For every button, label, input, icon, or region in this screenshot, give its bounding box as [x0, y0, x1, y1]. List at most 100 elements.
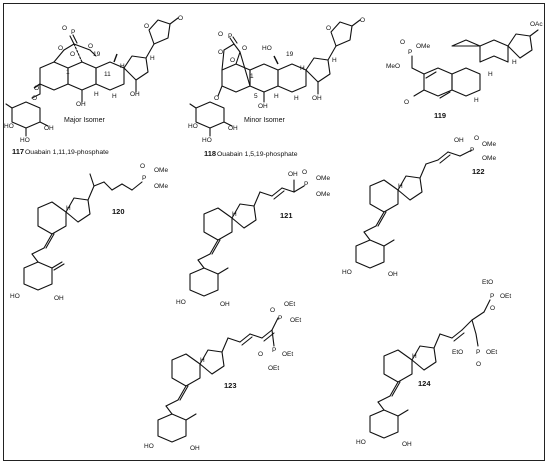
svg-text:O: O — [88, 43, 93, 50]
svg-text:MeO: MeO — [386, 63, 400, 70]
svg-text:H: H — [474, 97, 479, 104]
svg-text:O: O — [140, 163, 145, 170]
svg-text:OH: OH — [312, 95, 322, 102]
svg-text:OMe: OMe — [416, 43, 430, 50]
structure-120 — [23, 173, 143, 291]
compound-number-119: 119 — [434, 111, 446, 120]
svg-text:P: P — [304, 181, 308, 188]
compound-caption-118: Ouabain 1,5,19-phosphate — [217, 151, 298, 158]
svg-text:OH: OH — [54, 295, 64, 302]
svg-text:H: H — [112, 93, 117, 100]
svg-text:P: P — [142, 175, 146, 182]
svg-text:OMe: OMe — [316, 175, 330, 182]
svg-text:1: 1 — [66, 69, 70, 76]
svg-text:HO: HO — [342, 269, 352, 276]
svg-text:O: O — [58, 45, 63, 52]
svg-text:O: O — [34, 85, 39, 92]
svg-text:H: H — [300, 65, 305, 72]
svg-text:H: H — [274, 93, 279, 100]
svg-text:H: H — [332, 57, 337, 64]
svg-text:H: H — [232, 211, 237, 218]
svg-text:OMe: OMe — [482, 141, 496, 148]
compound-number-117: 117 — [12, 147, 24, 156]
svg-text:OH: OH — [402, 441, 412, 448]
svg-text:O: O — [178, 15, 183, 22]
svg-text:H: H — [512, 59, 517, 66]
svg-text:OEt: OEt — [284, 301, 295, 308]
svg-text:OAc: OAc — [530, 21, 543, 28]
svg-text:O: O — [258, 351, 263, 358]
svg-text:O: O — [302, 169, 307, 176]
svg-text:P: P — [476, 349, 480, 356]
figure-frame: P O O O O 19 1 11 H O O H H H OH OH O O … — [3, 3, 545, 461]
svg-text:HO: HO — [176, 299, 186, 306]
svg-text:P: P — [278, 315, 282, 322]
svg-text:OH: OH — [228, 125, 238, 132]
structures-canvas: P O O O O 19 1 11 H O O H H H OH OH O O … — [4, 15, 543, 452]
svg-text:OEt: OEt — [486, 349, 497, 356]
svg-text:HO: HO — [188, 123, 198, 130]
svg-text:H: H — [66, 205, 71, 212]
compound-number-121: 121 — [280, 211, 293, 220]
svg-text:OH: OH — [454, 137, 464, 144]
svg-text:H: H — [412, 353, 417, 360]
svg-text:P: P — [71, 29, 75, 36]
compound-number-123: 123 — [224, 381, 237, 390]
svg-text:P: P — [272, 347, 276, 354]
structure-122 — [355, 149, 473, 269]
svg-text:OMe: OMe — [154, 167, 168, 174]
svg-text:OH: OH — [76, 101, 86, 108]
svg-text:O: O — [490, 305, 495, 312]
svg-text:O: O — [218, 49, 223, 56]
svg-text:OH: OH — [190, 445, 200, 452]
svg-text:O: O — [270, 307, 275, 314]
svg-text:OH: OH — [258, 103, 268, 110]
svg-text:H: H — [94, 91, 99, 98]
svg-text:HO: HO — [10, 293, 20, 300]
svg-text:O: O — [242, 45, 247, 52]
svg-text:P: P — [408, 49, 412, 56]
svg-text:OMe: OMe — [482, 155, 496, 162]
svg-text:11: 11 — [104, 71, 111, 78]
svg-text:O: O — [400, 39, 405, 46]
svg-text:HO: HO — [262, 45, 272, 52]
svg-text:P: P — [228, 33, 232, 40]
svg-text:HO: HO — [144, 443, 154, 450]
compound-number-122: 122 — [472, 167, 485, 176]
svg-text:OH: OH — [388, 271, 398, 278]
structure-124 — [369, 299, 491, 439]
structure-119 — [411, 29, 539, 99]
svg-text:H: H — [488, 71, 493, 78]
svg-text:O: O — [218, 31, 223, 38]
structure-118 — [189, 19, 361, 137]
svg-text:HO: HO — [20, 137, 30, 144]
svg-text:H: H — [398, 183, 403, 190]
svg-text:OH: OH — [220, 301, 230, 308]
svg-text:OMe: OMe — [154, 183, 168, 190]
svg-text:O: O — [70, 51, 75, 58]
svg-text:O: O — [404, 99, 409, 106]
compound-caption-117: Ouabain 1,11,19-phosphate — [25, 149, 109, 156]
svg-text:O: O — [230, 57, 235, 64]
svg-text:OEt: OEt — [268, 365, 279, 372]
svg-text:H: H — [200, 357, 205, 364]
svg-text:OH: OH — [288, 171, 298, 178]
svg-text:O: O — [32, 95, 37, 102]
svg-text:1: 1 — [250, 73, 254, 80]
svg-text:O: O — [474, 135, 479, 142]
svg-text:O: O — [360, 17, 365, 24]
isomer-label-117: Major Isomer — [64, 117, 106, 124]
svg-text:OEt: OEt — [282, 351, 293, 358]
svg-text:H: H — [294, 95, 299, 102]
svg-text:OEt: OEt — [290, 317, 301, 324]
svg-text:EtO: EtO — [482, 279, 493, 286]
compound-number-120: 120 — [112, 207, 125, 216]
svg-text:OMe: OMe — [316, 191, 330, 198]
svg-text:OH: OH — [130, 91, 140, 98]
svg-text:O: O — [214, 95, 219, 102]
svg-text:HO: HO — [4, 123, 14, 130]
svg-text:O: O — [62, 25, 67, 32]
compound-number-118: 118 — [204, 149, 216, 158]
structure-123 — [157, 317, 279, 443]
svg-text:P: P — [490, 293, 494, 300]
